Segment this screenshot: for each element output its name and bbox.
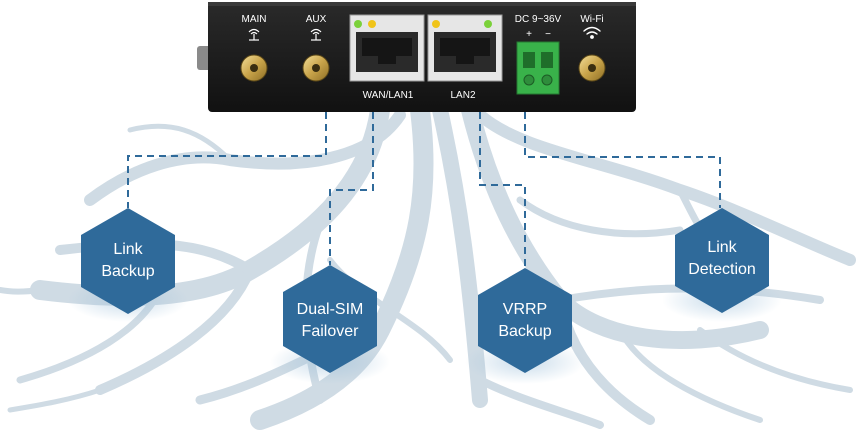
router-device: MAIN AUX WAN/LAN1	[197, 2, 636, 112]
antenna-aux-label: AUX	[306, 14, 327, 25]
power-terminal-block[interactable]	[516, 41, 560, 95]
ethernet-port-wan[interactable]	[349, 14, 425, 82]
feature-line2: Failover	[302, 323, 360, 340]
led-yellow-icon	[368, 20, 376, 28]
wifi-label: Wi-Fi	[580, 14, 603, 25]
connector-lines	[127, 112, 721, 268]
ethernet-port-lan2[interactable]	[427, 14, 503, 82]
led-green-icon	[354, 20, 362, 28]
hexagon-shape	[675, 208, 769, 313]
feature-line1: Link	[707, 239, 737, 256]
hexagon-shape	[283, 265, 377, 373]
hexagon-shape	[478, 268, 572, 373]
antenna-main-label: MAIN	[242, 14, 267, 25]
led-green-icon	[484, 20, 492, 28]
power-minus-label: −	[545, 29, 551, 40]
wifi-icon	[583, 26, 601, 39]
connector-vrrp	[479, 112, 526, 268]
feature-line2: Backup	[498, 323, 551, 340]
antenna-aux-icon	[310, 28, 322, 41]
feature-line2: Detection	[688, 261, 756, 278]
feature-line1: Link	[113, 241, 143, 258]
feature-line2: Backup	[101, 263, 154, 280]
feature-vrrp-backup: VRRP Backup	[465, 268, 585, 384]
power-label: DC 9~36V	[515, 14, 562, 25]
feature-line1: Dual-SIM	[297, 301, 364, 318]
hexagon-shape	[81, 208, 175, 314]
port-lan2-label: LAN2	[450, 90, 475, 101]
led-yellow-icon	[432, 20, 440, 28]
feature-dual-sim-failover: Dual-SIM Failover	[270, 265, 390, 384]
antenna-main-icon	[248, 28, 260, 41]
connector-dual-sim	[329, 112, 374, 265]
side-screw	[197, 46, 211, 70]
connector-link-detection	[524, 112, 721, 208]
connector-link-backup	[127, 112, 327, 208]
feature-link-backup: Link Backup	[68, 208, 188, 322]
power-plus-label: +	[526, 29, 532, 40]
feature-line1: VRRP	[503, 301, 547, 318]
port-wan-label: WAN/LAN1	[363, 90, 414, 101]
feature-link-detection: Link Detection	[662, 208, 782, 322]
